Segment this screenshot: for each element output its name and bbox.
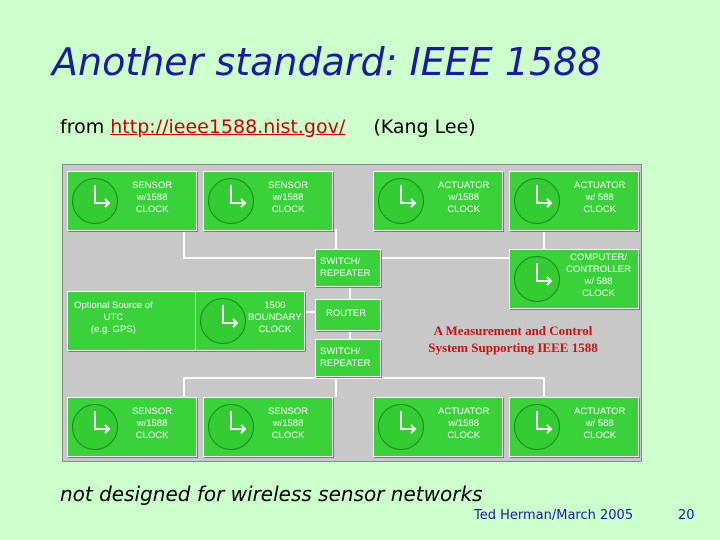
connector-bottom-right <box>543 377 545 397</box>
connector-top-bus <box>335 229 337 259</box>
label-line: CLOCK <box>271 430 305 441</box>
label-line: CLOCK <box>583 204 617 215</box>
router-label: ROUTER <box>326 308 367 319</box>
bottom-sensor-2: SENSOR w/1588 CLOCK <box>203 397 333 457</box>
switch-repeater-bottom: SWITCH/ REPEATER <box>315 339 381 377</box>
author-credit: Ted Herman/March 2005 <box>474 508 634 523</box>
label-line: w/ 588 <box>585 418 614 429</box>
source-link[interactable]: http://ieee1588.nist.gov/ <box>110 116 346 138</box>
label-line: SENSOR <box>268 180 309 191</box>
label-line: CLOCK <box>135 204 169 215</box>
label-line: REPEATER <box>320 268 371 279</box>
clock-icon <box>208 178 254 224</box>
source-author: (Kang Lee) <box>373 116 476 138</box>
clock-icon <box>208 404 254 450</box>
connector-bottom-mid <box>335 377 337 397</box>
label-line: REPEATER <box>320 358 371 369</box>
switch-repeater-top: SWITCH/ REPEATER <box>315 249 381 287</box>
top-sensor-2: SENSOR w/1588 CLOCK <box>203 171 333 231</box>
label-line: UTC <box>103 312 124 323</box>
caption-line-2: System Supporting IEEE 1588 <box>428 340 598 355</box>
clock-icon <box>514 256 560 302</box>
label-line: w/1588 <box>272 192 304 203</box>
bottom-actuator-1: ACTUATOR w/1588 CLOCK <box>373 397 503 457</box>
label-line: w/1588 <box>136 418 168 429</box>
label-line: SENSOR <box>132 406 173 417</box>
network-diagram: SENSOR w/1588 CLOCK SENSOR w/1588 CLOCK … <box>62 164 642 462</box>
caption-line-1: A Measurement and Control <box>433 323 593 338</box>
connector-right-drop <box>543 229 545 259</box>
bottom-actuator-2: ACTUATOR w/ 588 CLOCK <box>509 397 639 457</box>
computer-controller: COMPUTER/ CONTROLLER w/ 588 CLOCK <box>509 249 639 309</box>
label-line: w/1588 <box>448 418 479 429</box>
connector-bottom-left <box>183 377 185 397</box>
label-line: ACTUATOR <box>438 180 490 191</box>
label-line: ACTUATOR <box>574 406 626 417</box>
label-line: SENSOR <box>268 406 309 417</box>
label-line: CLOCK <box>583 430 617 441</box>
label-line: CLOCK <box>258 324 292 335</box>
label-line: Optional Source of <box>74 300 153 311</box>
clock-icon <box>514 178 560 224</box>
top-actuator-1: ACTUATOR w/1588 CLOCK <box>373 171 503 231</box>
label-line: ACTUATOR <box>438 406 490 417</box>
label-line: CLOCK <box>447 430 481 441</box>
label-line: w/ 588 <box>584 276 613 287</box>
clock-icon <box>378 404 424 450</box>
label-line: (e.g. GPS) <box>90 324 136 335</box>
label-line: BOUNDARY <box>248 312 302 323</box>
slide-title: Another standard: IEEE 1588 <box>52 40 602 84</box>
label-line: COMPUTER/ <box>569 252 627 263</box>
label-line: CLOCK <box>447 204 481 215</box>
label-line: CLOCK <box>135 430 169 441</box>
label-line: CONTROLLER <box>566 264 631 275</box>
label-line: 1500 <box>264 300 286 311</box>
clock-icon <box>514 404 560 450</box>
clock-icon <box>72 404 118 450</box>
label-line: ACTUATOR <box>574 180 626 191</box>
diagram-caption: A Measurement and Control System Support… <box>408 322 618 356</box>
top-actuator-2: ACTUATOR w/ 588 CLOCK <box>509 171 639 231</box>
label-line: w/1588 <box>448 192 479 203</box>
source-line: from http://ieee1588.nist.gov/ (Kang Lee… <box>60 116 476 138</box>
source-prefix: from <box>60 116 105 138</box>
label-line: SENSOR <box>132 180 173 191</box>
label-line: w/1588 <box>272 418 304 429</box>
router: ROUTER <box>315 299 381 331</box>
label-line: w/1588 <box>136 192 168 203</box>
connector-left-drop <box>183 229 185 259</box>
utc-source: Optional Source of UTC (e.g. GPS) <box>67 291 197 351</box>
label-line: CLOCK <box>271 204 305 215</box>
bottom-sensor-1: SENSOR w/1588 CLOCK <box>67 397 197 457</box>
label-line: w/ 588 <box>585 192 614 203</box>
clock-icon <box>378 178 424 224</box>
label-line: SWITCH/ <box>320 256 361 267</box>
connector-bottom-horizontal <box>183 377 543 379</box>
clock-icon <box>72 178 118 224</box>
boundary-clock: 1500 BOUNDARY CLOCK <box>195 291 305 351</box>
top-sensor-1: SENSOR w/1588 CLOCK <box>67 171 197 231</box>
label-line: SWITCH/ <box>320 346 361 357</box>
clock-icon <box>200 298 246 344</box>
page-number: 20 <box>678 508 695 523</box>
footer-note: not designed for wireless sensor network… <box>60 482 483 506</box>
label-line: CLOCK <box>582 288 615 299</box>
